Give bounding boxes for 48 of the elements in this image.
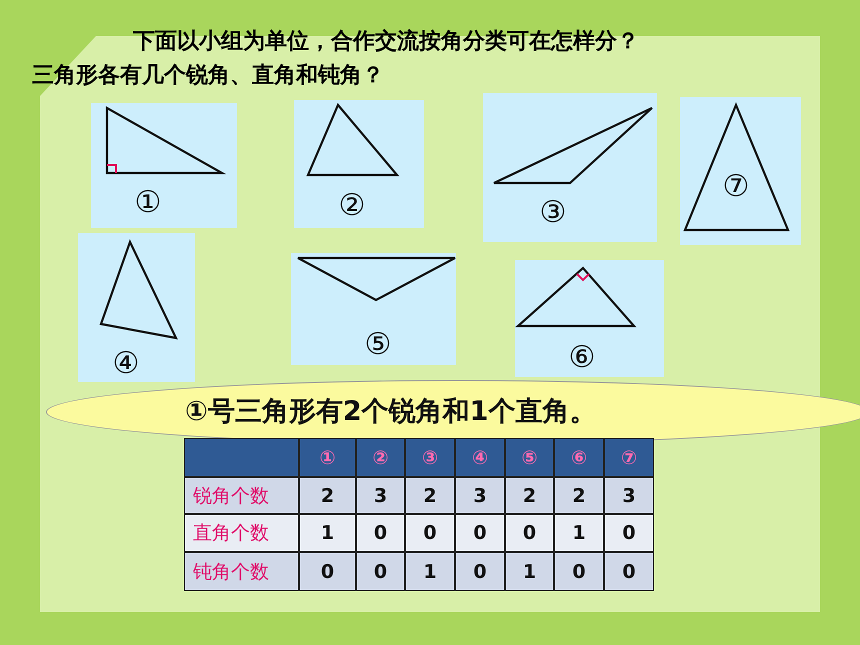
row-header-cell: 钝角个数 [184,552,299,591]
triangle-number: ⑥ [568,343,596,373]
table-cell: 0 [505,514,554,552]
table-cell: 2 [554,477,604,514]
triangle-number: ④ [112,349,140,379]
table-cell: 3 [604,477,654,514]
triangle-card [291,253,456,365]
header-cell: ① [299,438,356,477]
triangle-card [294,100,424,228]
triangle-card [483,93,657,242]
row-header-cell: 直角个数 [184,514,299,552]
table-cell: 2 [505,477,554,514]
row-header-cell: 锐角个数 [184,477,299,514]
title: 下面以小组为单位，合作交流按角分类可在怎样分？ [133,28,639,56]
table-cell: 0 [604,514,654,552]
table-cell: 1 [299,514,356,552]
triangle-card [515,260,664,377]
table-cell: 1 [505,552,554,591]
table-cell: 3 [455,477,505,514]
table-cell: 0 [356,552,405,591]
table-cell: 3 [356,477,405,514]
table-cell: 2 [299,477,356,514]
header-cell: ⑤ [505,438,554,477]
table-cell: 0 [455,514,505,552]
triangle-number: ① [134,188,162,218]
triangle-card [91,103,237,228]
triangle-card [78,233,195,382]
table-cell: 0 [604,552,654,591]
header-cell: ④ [455,438,505,477]
header-cell: ③ [405,438,455,477]
table-cell: 0 [554,552,604,591]
answer-text: ①号三角形有2个锐角和1个直角。 [185,395,596,429]
triangle-number: ② [338,191,366,221]
header-cell: ⑥ [554,438,604,477]
table-cell: 1 [554,514,604,552]
triangle-number: ③ [540,198,566,228]
table-cell: 2 [405,477,455,514]
table-cell: 1 [405,552,455,591]
header-cell: ② [356,438,405,477]
triangle-number: ⑦ [722,172,750,202]
table-cell: 0 [356,514,405,552]
header-cell: ⑦ [604,438,654,477]
table-cell: 0 [455,552,505,591]
question-text: 三角形各有几个锐角、直角和钝角？ [32,62,384,90]
table-cell: 0 [299,552,356,591]
triangle-number: ⑤ [364,330,392,360]
table-cell: 0 [405,514,455,552]
triangle-card [680,97,801,245]
